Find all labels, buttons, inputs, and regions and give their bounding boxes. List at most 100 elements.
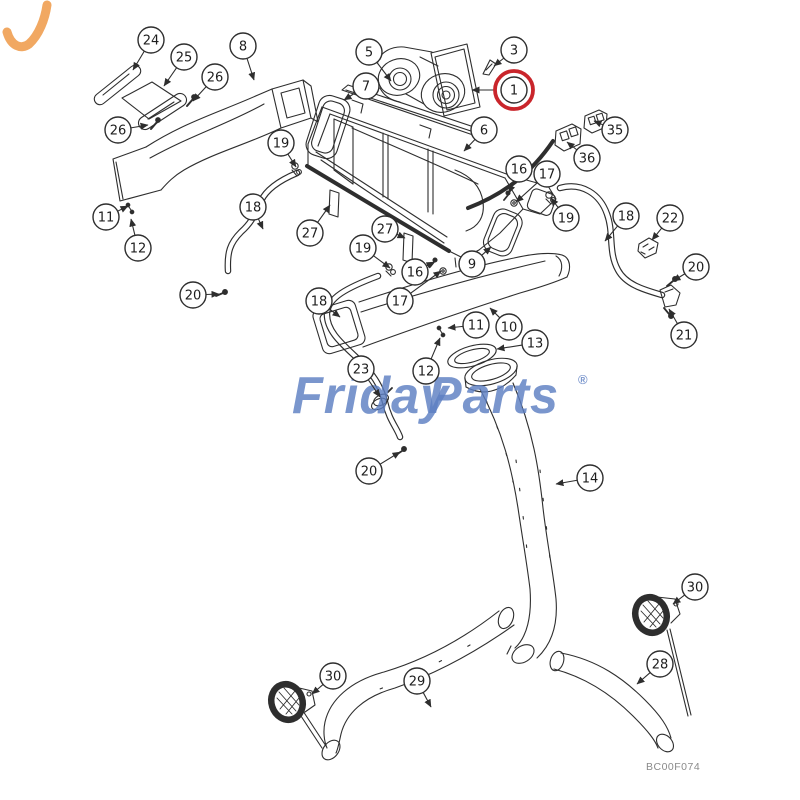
callout-number: 20: [688, 261, 705, 276]
callout-balloon: [552, 204, 580, 232]
callout-balloon: [296, 219, 324, 247]
callout-leader-line: [192, 86, 207, 102]
callout-21: 21: [668, 308, 698, 349]
callout-12: 12: [124, 218, 152, 262]
callout-number: 22: [662, 212, 679, 227]
callout-balloon: [505, 155, 533, 183]
callout-balloon: [533, 160, 561, 188]
callout-number: 28: [652, 658, 669, 673]
callout-number: 10: [501, 321, 518, 336]
callout-balloon: [352, 72, 380, 100]
part-duct-28: [549, 650, 675, 753]
callout-balloon: [500, 36, 528, 64]
callout-6: 6: [463, 116, 498, 152]
callout-balloon: [170, 43, 198, 71]
callout-balloon: [458, 250, 486, 278]
callout-balloon: [412, 357, 440, 385]
callout-number: 3: [510, 44, 518, 59]
callout-8: 8: [229, 32, 257, 81]
part-gasket-9: [482, 208, 523, 257]
callout-leader-line: [651, 227, 663, 241]
callout-11: 11: [447, 311, 490, 339]
callout-19: 19: [267, 129, 297, 168]
callout-13: 13: [496, 329, 549, 357]
callout-number: 23: [353, 363, 370, 378]
callout-leader-line: [604, 225, 619, 242]
callout-balloon: [521, 329, 549, 357]
callout-17: 17: [386, 270, 442, 315]
callout-leader-line: [329, 308, 341, 318]
callout-balloon: [319, 662, 347, 690]
callout-leader-line: [317, 204, 331, 223]
callout-balloon: [179, 281, 207, 309]
callout-leader-line: [376, 62, 392, 82]
callout-balloon: [239, 193, 267, 221]
callout-number: 19: [273, 137, 290, 152]
callout-balloon: [229, 32, 257, 60]
callout-number: 20: [185, 289, 202, 304]
callout-leader-line: [246, 58, 256, 81]
callout-number: 36: [579, 152, 596, 167]
callout-number: 29: [409, 675, 426, 690]
callout-19: 19: [349, 234, 391, 269]
callout-number: 6: [480, 124, 488, 139]
callout-number: 11: [98, 211, 115, 226]
callout-leader-line: [668, 308, 678, 325]
callout-number: 17: [539, 168, 556, 183]
callout-leader-line: [132, 50, 145, 71]
callout-leader-line: [130, 122, 149, 130]
callout-number: 1: [510, 84, 518, 99]
callout-17: 17: [515, 160, 561, 203]
callout-35: 35: [593, 116, 629, 144]
callout-27: 27: [296, 204, 331, 247]
callout-leader-line: [205, 290, 220, 298]
callout-leader-line: [481, 246, 492, 256]
callout-26: 26: [104, 116, 149, 144]
part-duct-8: [112, 79, 319, 202]
callout-18: 18: [239, 193, 267, 230]
callout-20: 20: [355, 451, 401, 485]
part-louver-30-left: [267, 680, 327, 749]
callout-number: 7: [362, 80, 370, 95]
part-nut-17-right: [510, 199, 518, 207]
callout-36: 36: [566, 141, 601, 172]
part-plate-25: [121, 81, 182, 120]
callout-number: 18: [245, 201, 262, 216]
callout-leader-line: [593, 120, 604, 128]
highlight-ring: [493, 69, 535, 111]
callout-20: 20: [672, 253, 710, 282]
callout-number: 21: [676, 329, 693, 344]
callout-9: 9: [458, 246, 492, 278]
part-vent-slat-25b: [137, 92, 188, 131]
callout-number: 12: [418, 365, 435, 380]
part-clip-36: [554, 123, 582, 152]
callout-number: 30: [687, 581, 704, 596]
callout-number: 8: [239, 40, 247, 55]
callout-number: 27: [377, 223, 394, 238]
callout-balloon: [470, 116, 498, 144]
callout-18: 18: [305, 287, 341, 318]
callout-balloon: [137, 26, 165, 54]
callout-leader-line: [508, 180, 516, 194]
callout-balloon: [305, 287, 333, 315]
callout-leader-line: [672, 594, 686, 605]
part-gasket-7: [305, 94, 351, 160]
callout-number: 24: [143, 34, 160, 49]
callout-balloon: [124, 234, 152, 262]
callout-balloon: [495, 313, 523, 341]
callout-balloon: [355, 38, 383, 66]
callout-leader-line: [117, 205, 129, 213]
callout-18: 18: [604, 202, 640, 242]
callout-balloon: [201, 63, 229, 91]
callout-leader-line: [672, 273, 686, 282]
callout-16: 16: [401, 258, 435, 286]
callout-leader-line: [425, 261, 435, 269]
callout-leader-line: [287, 153, 297, 168]
callout-27: 27: [371, 215, 406, 243]
callout-balloon: [403, 667, 431, 695]
callout-22: 22: [651, 204, 684, 241]
callout-leader-line: [129, 218, 137, 236]
